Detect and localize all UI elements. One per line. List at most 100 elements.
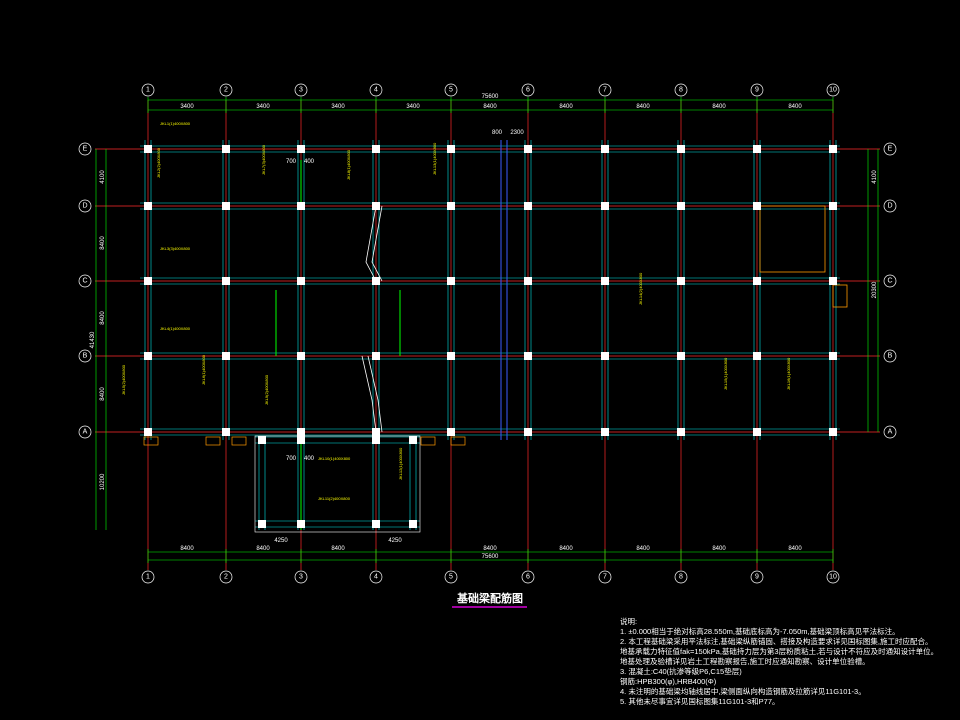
column [144,277,152,285]
grid-lines [95,100,880,570]
beam-edge [832,284,848,308]
axis-label: 9 [755,87,759,94]
small-dimension: 2300 [510,130,524,136]
column [829,428,837,436]
beam-annotation: JKL7(3)400X800 [261,144,266,175]
column [829,352,837,360]
note-line: 地基处理及验槽详见岩土工程勘察报告,施工时应通知勘察、设计单位验槽。 [620,656,870,666]
column [372,145,380,153]
axis-label: A [888,429,893,436]
axis-label: B [888,353,893,360]
column [258,520,266,528]
beam-annotation: JKL8(1)400X800 [346,149,351,180]
axis-bubble [521,83,535,97]
top-spacing-dimension: 8400 [712,104,726,110]
bottom-spacing-dimension: 8400 [712,546,726,552]
column [677,352,685,360]
left-spacing-dimension: 8400 [100,236,106,250]
column [144,145,152,153]
column [524,352,532,360]
axis-label: 6 [526,574,530,581]
axis-bubble [369,83,383,97]
axis-label: 2 [224,574,228,581]
beam-edge [759,205,826,273]
axis-label: 3 [299,574,303,581]
axis-bubble [219,83,233,97]
bottom-spacing-dimension: 8400 [256,546,270,552]
top-spacing-dimension: 8400 [559,104,573,110]
beam-annotation: JKL14(2)400X800 [638,272,643,305]
column [753,277,761,285]
column [447,428,455,436]
note-line: 钢筋:HPB300(φ),HRB400(Φ) [620,676,717,686]
axis-bubble [141,570,155,584]
column [222,352,230,360]
beam-annotation: JKL3(3)400X800 [160,246,191,251]
note-line: 2. 本工程基础梁采用平法标注,基础梁纵筋锚固、搭接及构造要求详见国标图集,施工… [620,636,933,646]
axis-bubble [78,349,92,363]
small-dimension: 800 [492,130,503,136]
beam-edge [361,355,377,433]
axis-bubble [141,83,155,97]
beam-edge [143,436,159,446]
axis-bubble [883,199,897,213]
left-spacing-dimension: 8400 [100,311,106,325]
axis-bubble [674,83,688,97]
column [524,277,532,285]
column [297,436,305,444]
small-dimension: 700 [286,159,297,165]
column [144,202,152,210]
beam-edge [365,205,377,282]
drawing-title: 基础梁配筋图 [456,591,523,605]
axis-label: 10 [829,87,837,94]
column [372,277,380,285]
column [372,352,380,360]
axis-bubble [294,570,308,584]
axis-bubble [219,570,233,584]
axis-bubble [78,199,92,213]
axis-label: 8 [679,574,683,581]
beam-edge [231,436,247,446]
column [447,145,455,153]
beam-annotation: JKL12(1)400X800 [398,447,403,480]
axis-label: 9 [755,574,759,581]
column [372,520,380,528]
axis-bubble [369,570,383,584]
column [677,277,685,285]
beam-annotation: JKL13(1)400X800 [432,142,437,175]
column [297,145,305,153]
axis-bubble [674,570,688,584]
column [372,436,380,444]
top-spacing-dimension: 8400 [483,104,497,110]
note-line: 地基承载力特征值fak=150kPa,基础持力层为第3层粉质粘土,若与设计不符应… [620,646,938,656]
axis-label: 7 [603,87,607,94]
column [447,202,455,210]
column [222,145,230,153]
axis-label: B [83,353,88,360]
note-line: 1. ±0.000相当于绝对标高28.550m,基础底标高为-7.050m,基础… [620,626,900,636]
axis-bubble [883,142,897,156]
left-spacing-dimension: 10200 [100,473,106,490]
beam-edge [420,436,436,446]
axis-bubble [883,425,897,439]
column [372,202,380,210]
column [409,520,417,528]
axis-label: A [83,429,88,436]
column [258,436,266,444]
axis-bubble [294,83,308,97]
column [601,352,609,360]
column [297,352,305,360]
column [297,520,305,528]
axis-label: E [888,146,893,153]
beam-edge [205,436,221,446]
beam-annotation: JKL15(1)400X800 [723,357,728,390]
axis-label: 4 [374,574,378,581]
column [144,428,152,436]
axis-label: 6 [526,87,530,94]
columns [144,145,837,528]
notes-heading: 说明: [620,616,637,626]
axis-label: C [887,278,892,285]
beam-annotation: JKL11(2)400X800 [318,496,351,501]
axis-bubble [78,274,92,288]
column [829,202,837,210]
